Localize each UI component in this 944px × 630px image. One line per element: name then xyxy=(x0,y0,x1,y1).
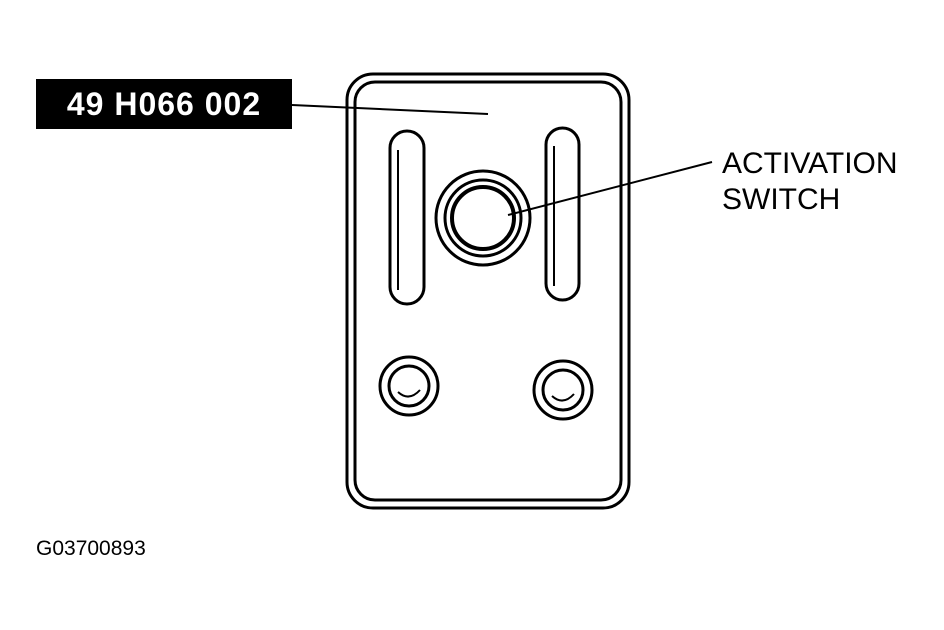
part-number-leader xyxy=(291,104,489,115)
activation-switch-button xyxy=(450,185,516,251)
left-connector-outer xyxy=(378,355,440,417)
left-slot xyxy=(388,129,426,306)
activation-switch-label: ACTIVATION SWITCH xyxy=(722,146,898,218)
activation-switch-label-line1: ACTIVATION xyxy=(722,147,898,180)
right-connector-shade xyxy=(551,393,575,402)
activation-switch-leader xyxy=(507,161,713,216)
right-connector-outer xyxy=(532,359,594,421)
activation-switch-outer xyxy=(434,169,532,267)
right-connector-inner xyxy=(541,368,585,412)
part-number-label: 49 H066 002 xyxy=(36,79,292,129)
left-connector-shade xyxy=(397,389,421,398)
activation-switch-ring xyxy=(443,178,523,258)
figure-id: G03700893 xyxy=(36,537,146,560)
activation-switch-label-line2: SWITCH xyxy=(722,183,841,216)
tool-body-inner xyxy=(353,80,623,502)
left-connector-inner xyxy=(387,364,431,408)
right-slot xyxy=(544,126,581,302)
tool-body-outline xyxy=(345,72,631,510)
